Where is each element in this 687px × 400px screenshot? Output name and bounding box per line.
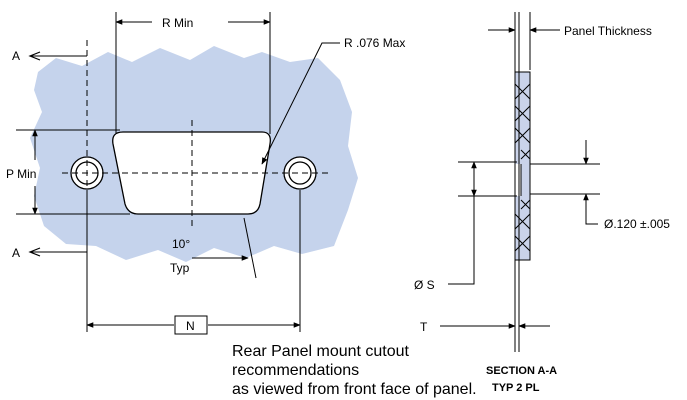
hole-diameter-label: Ø.120 ±.005 bbox=[604, 217, 670, 231]
angle-typ-label: Typ bbox=[170, 261, 190, 275]
n-label: N bbox=[186, 319, 195, 333]
s-leader bbox=[448, 196, 475, 285]
p-min-label: P Min bbox=[6, 167, 36, 181]
t-label: T bbox=[420, 320, 428, 334]
s-label: Ø S bbox=[414, 278, 435, 292]
section-subtitle: TYP 2 PL bbox=[492, 382, 540, 394]
angle-label: 10° bbox=[172, 237, 190, 251]
r-076-label: R .076 Max bbox=[344, 36, 405, 50]
panel-section bbox=[514, 71, 531, 261]
angle-reference-line bbox=[243, 217, 257, 279]
r-min-label: R Min bbox=[162, 16, 193, 30]
mounting-hole-right bbox=[283, 156, 317, 190]
n-box bbox=[174, 315, 208, 335]
caption-line-2: as viewed from front face of panel. bbox=[232, 381, 477, 398]
section-title: SECTION A-A bbox=[486, 365, 557, 377]
caption: Rear Panel mount cutout recommendations … bbox=[232, 342, 532, 399]
hole-leader bbox=[585, 206, 598, 225]
panel-thickness-label: Panel Thickness bbox=[564, 24, 652, 38]
r-076-leader bbox=[261, 42, 340, 165]
section-label-top: A bbox=[12, 49, 20, 63]
section-label-bottom: A bbox=[12, 246, 20, 260]
caption-line-1: Rear Panel mount cutout recommendations bbox=[232, 343, 409, 379]
